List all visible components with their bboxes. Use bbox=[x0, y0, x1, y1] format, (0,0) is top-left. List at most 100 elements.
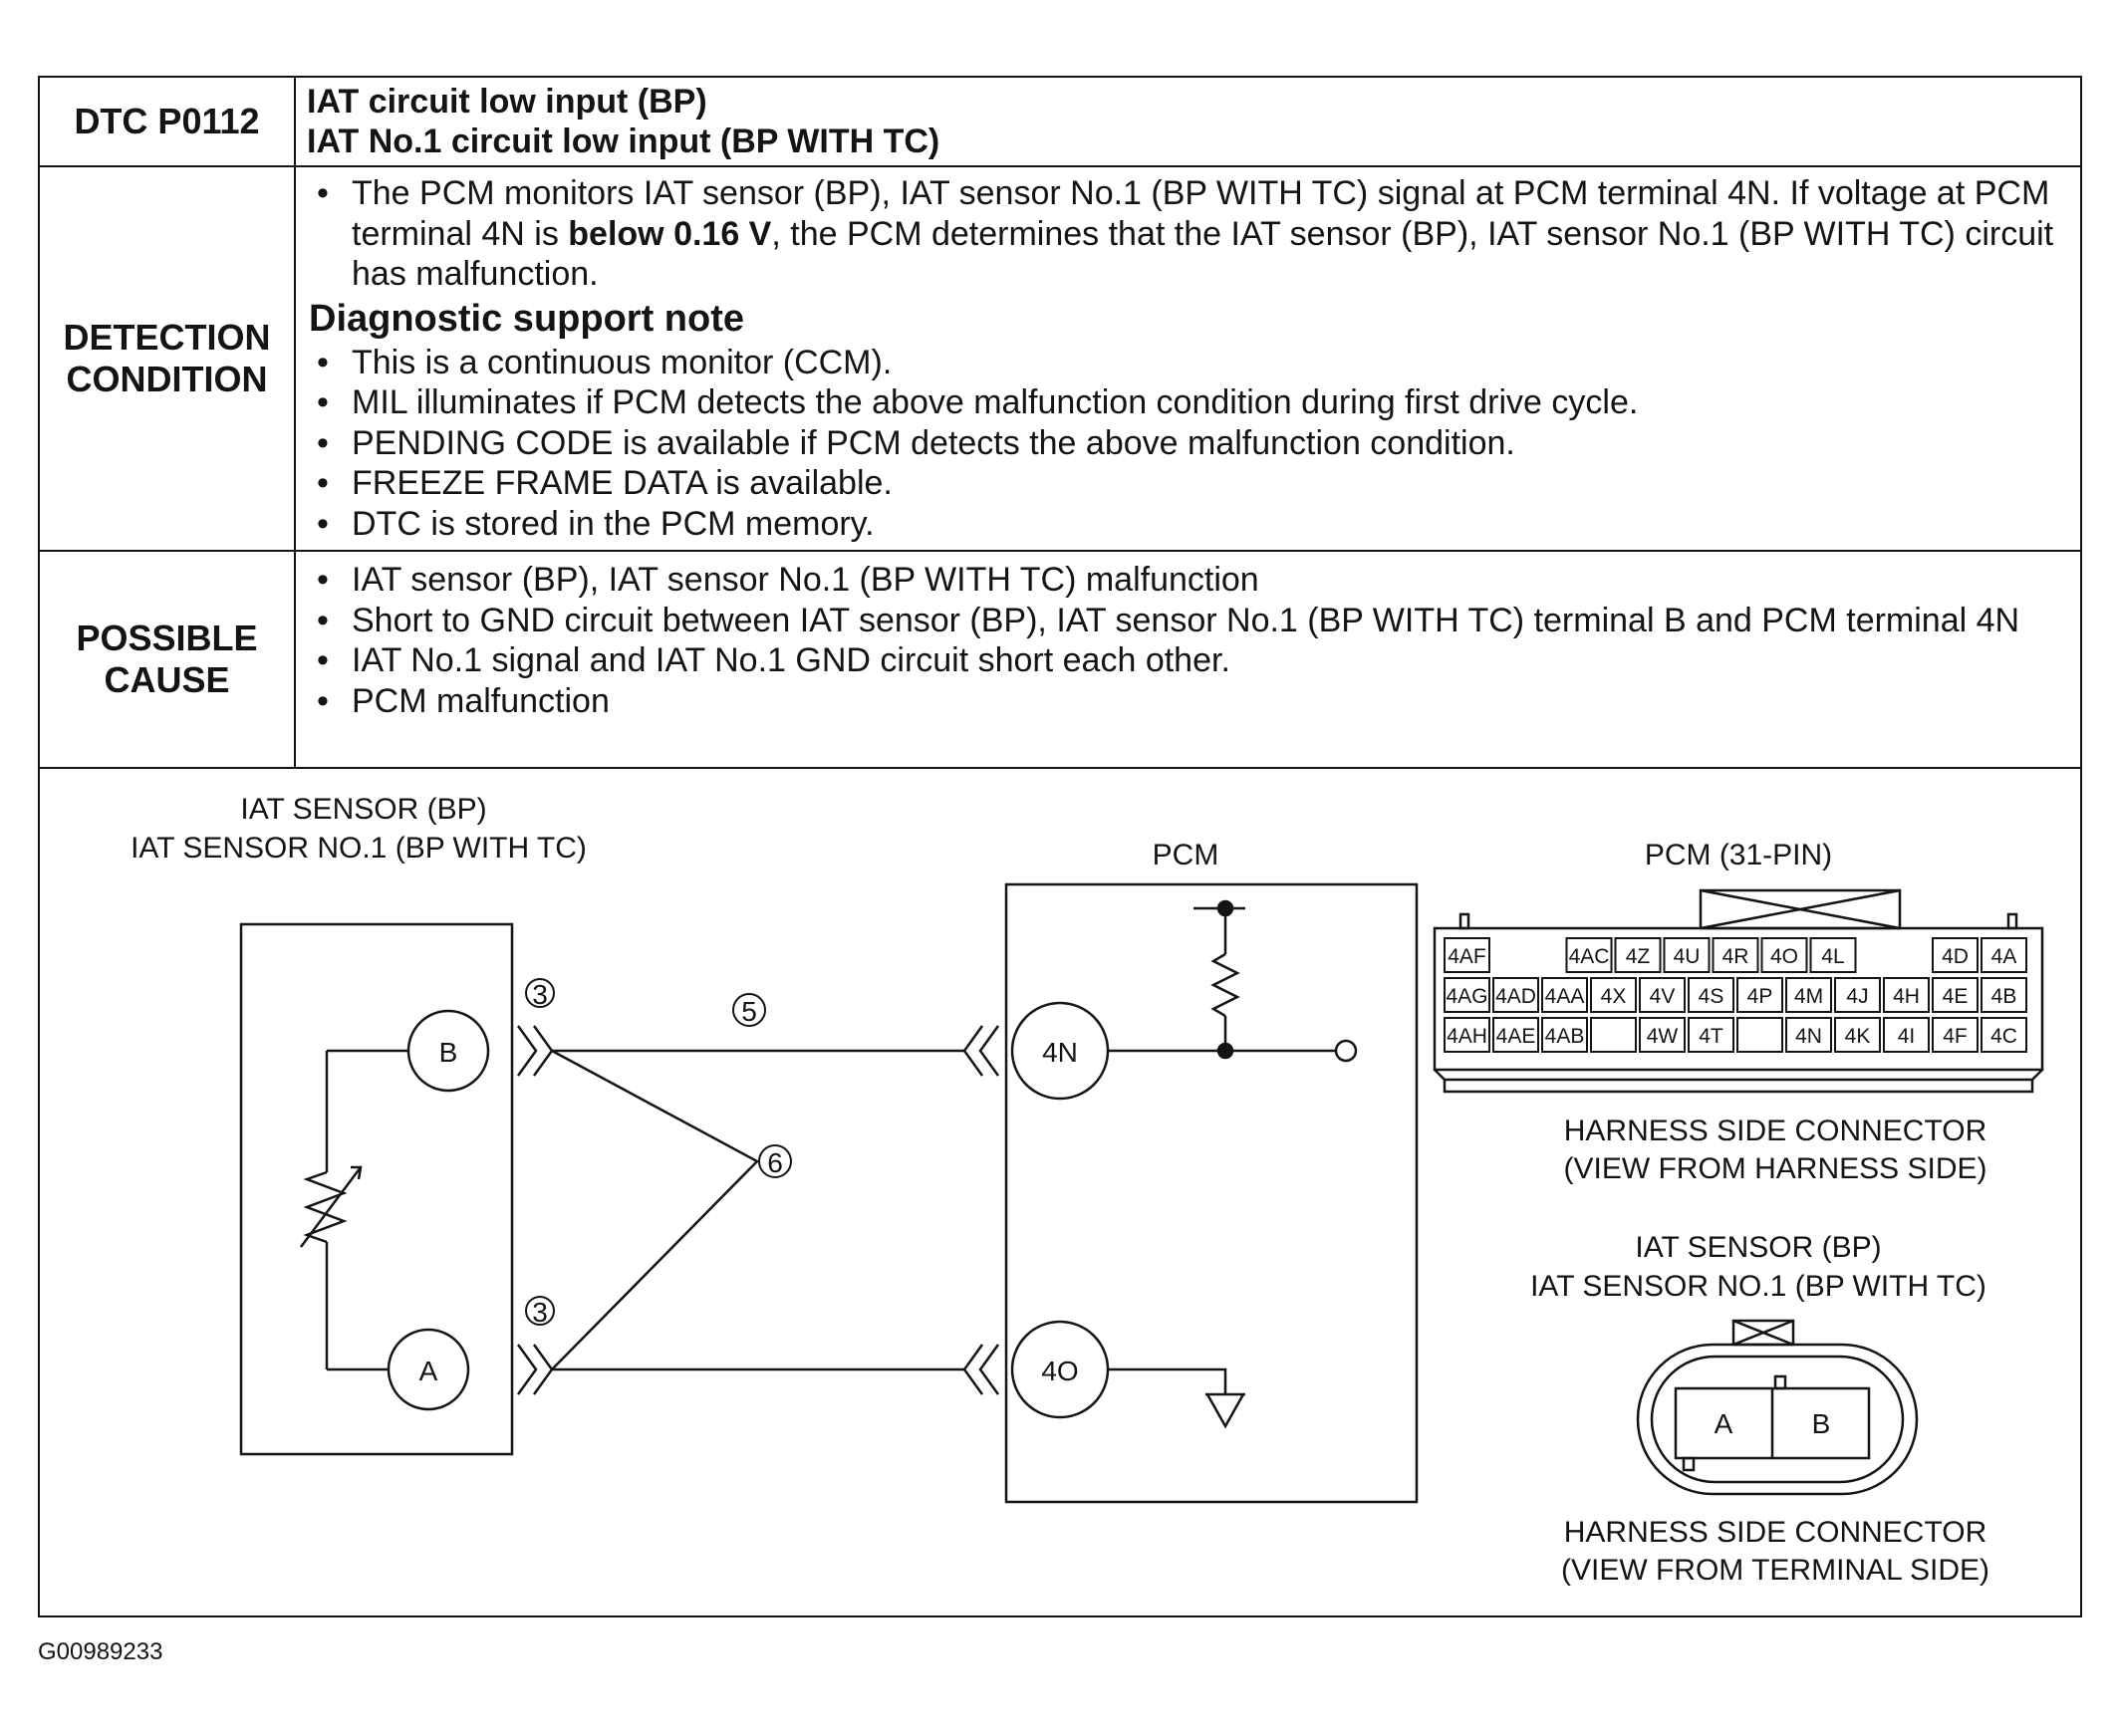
terminal-b-circle bbox=[406, 1009, 490, 1093]
thermistor-icon bbox=[300, 1051, 363, 1369]
connector-pin-label: 4O bbox=[1770, 945, 1798, 968]
pcm-title: PCM bbox=[1153, 839, 1219, 871]
connector-pin-label: 4P bbox=[1747, 985, 1773, 1008]
connector-pin-cell bbox=[1590, 1017, 1637, 1053]
connector-pin-label: 4V bbox=[1650, 985, 1676, 1008]
harness-caption-line2: (VIEW FROM HARNESS SIDE) bbox=[1563, 1152, 1986, 1185]
diagnostic-note-heading: Diagnostic support note bbox=[309, 297, 744, 340]
detection-bullet: The PCM monitors IAT sensor (BP), IAT se… bbox=[297, 173, 2068, 295]
detection-label-line2: CONDITION bbox=[66, 359, 268, 399]
callout-6 bbox=[758, 1144, 792, 1178]
connector-pin-label: 4S bbox=[1699, 985, 1724, 1008]
connector-pin-label: 4K bbox=[1845, 1025, 1871, 1048]
connector-pin-label: 4R bbox=[1722, 945, 1749, 968]
connector-pin-cell bbox=[1663, 937, 1711, 973]
pcm-connector-body bbox=[1433, 888, 2044, 1094]
connector-pin-cell bbox=[1444, 937, 1490, 973]
connector-pin-cell bbox=[1541, 977, 1588, 1013]
connector-pin-cell bbox=[1785, 1017, 1832, 1053]
connector-pin-cell bbox=[1981, 937, 2027, 973]
harness-caption-line1: HARNESS SIDE CONNECTOR bbox=[1564, 1115, 1987, 1147]
pcm-internal-wire-4o bbox=[1108, 1367, 1227, 1394]
cause-item: IAT sensor (BP), IAT sensor No.1 (BP WIT… bbox=[297, 560, 2068, 601]
connector-pin-label: 4AC bbox=[1569, 945, 1610, 968]
possible-cause-label: POSSIBLE CAUSE bbox=[40, 552, 296, 767]
connector-pin-cell bbox=[1834, 1017, 1881, 1053]
connector-pin-label: 4AF bbox=[1448, 945, 1486, 968]
pcm-connector-title: PCM (31-PIN) bbox=[1645, 839, 1832, 871]
connector-pin-cell bbox=[1688, 977, 1734, 1013]
connector-pin-label: 4AA bbox=[1545, 985, 1585, 1008]
sensor-connector-body bbox=[1636, 1319, 1919, 1496]
wiring-diagram: IAT SENSOR (BP) IAT SENSOR NO.1 (BP WITH… bbox=[40, 769, 2080, 1615]
connector-pin-label: 4X bbox=[1601, 985, 1627, 1008]
svg-text:6: 6 bbox=[767, 1147, 783, 1178]
terminal-caption-line1: HARNESS SIDE CONNECTOR bbox=[1564, 1516, 1987, 1549]
note-item: FREEZE FRAME DATA is available. bbox=[297, 463, 2068, 504]
connector-chevron-icon bbox=[516, 1025, 1000, 1395]
connector-pin-cell bbox=[1785, 977, 1832, 1013]
note-item: MIL illuminates if PCM detects the above… bbox=[297, 382, 2068, 423]
sensor-connector-title-line2: IAT SENSOR NO.1 (BP WITH TC) bbox=[1530, 1270, 1986, 1303]
connector-pin-label: 4T bbox=[1699, 1025, 1723, 1048]
connector-pin-cell bbox=[1981, 977, 2027, 1013]
twisted-pair-lines bbox=[551, 1049, 760, 1370]
terminal-4n-label: 4N bbox=[1042, 1037, 1078, 1068]
dtc-title-line1: IAT circuit low input (BP) bbox=[307, 83, 707, 121]
connector-pin-label: 4AH bbox=[1447, 1025, 1487, 1048]
terminal-4o-label: 4O bbox=[1041, 1356, 1078, 1386]
connector-pin-label: 4J bbox=[1846, 985, 1868, 1008]
dtc-title-line2: IAT No.1 circuit low input (BP WITH TC) bbox=[307, 123, 940, 160]
dtc-label: DTC P0112 bbox=[40, 78, 296, 165]
sensor-pin-a-label: A bbox=[1715, 1408, 1733, 1439]
connector-pin-cell bbox=[1444, 1017, 1490, 1053]
iat-sensor-box bbox=[239, 922, 514, 1456]
connector-pin-cell bbox=[1639, 1017, 1686, 1053]
connector-pin-label: 4B bbox=[1991, 985, 2017, 1008]
connector-pin-cell bbox=[1809, 937, 1857, 973]
detection-row: DETECTION CONDITION The PCM monitors IAT… bbox=[40, 167, 2080, 552]
connector-pin-label: 4D bbox=[1942, 945, 1969, 968]
connector-pin-label: 4E bbox=[1943, 985, 1969, 1008]
diagnostic-notes-list: This is a continuous monitor (CCM). MIL … bbox=[297, 343, 2068, 545]
sensor-title-line1: IAT SENSOR (BP) bbox=[240, 793, 486, 826]
wiring-diagram-svg: IAT SENSOR (BP) IAT SENSOR NO.1 (BP WITH… bbox=[131, 793, 2044, 1587]
callout-5 bbox=[732, 993, 766, 1027]
connector-pin-label: 4AD bbox=[1495, 985, 1536, 1008]
possible-cause-label-line2: CAUSE bbox=[104, 659, 230, 700]
connector-pin-cell bbox=[1932, 1017, 1979, 1053]
connector-pin-cell bbox=[1565, 937, 1613, 973]
connector-pin-label: 4A bbox=[1991, 945, 2017, 968]
connector-pin-cell bbox=[1688, 1017, 1734, 1053]
connector-pin-label: 4M bbox=[1794, 985, 1823, 1008]
note-item: DTC is stored in the PCM memory. bbox=[297, 504, 2068, 545]
connector-pin-label: 4C bbox=[1990, 1025, 2017, 1048]
connector-pin-cell bbox=[1444, 977, 1490, 1013]
connector-pin-cell bbox=[1736, 1017, 1783, 1053]
dtc-title: IAT circuit low input (BP) IAT No.1 circ… bbox=[307, 78, 2068, 165]
connector-pin-cell bbox=[1712, 937, 1759, 973]
cause-item: Short to GND circuit between IAT sensor … bbox=[297, 601, 2068, 641]
connector-pin-label: 4L bbox=[1821, 945, 1844, 968]
detection-label: DETECTION CONDITION bbox=[40, 167, 296, 550]
connector-pin-label: 4AG bbox=[1446, 985, 1487, 1008]
possible-cause-content: IAT sensor (BP), IAT sensor No.1 (BP WIT… bbox=[297, 552, 2068, 767]
pcm-box bbox=[1004, 882, 1419, 1504]
connector-pin-label: 4I bbox=[1898, 1025, 1916, 1048]
terminal-b-label: B bbox=[439, 1037, 458, 1068]
svg-text:3: 3 bbox=[532, 1297, 548, 1328]
pcm-input-node bbox=[1334, 1039, 1358, 1063]
pull-up-resistor-icon bbox=[1193, 899, 1245, 1060]
connector-pin-cell bbox=[1760, 937, 1808, 973]
connector-pin-label: 4AB bbox=[1545, 1025, 1585, 1048]
dtc-row: DTC P0112 IAT circuit low input (BP) IAT… bbox=[40, 78, 2080, 167]
sensor-connector-title-line1: IAT SENSOR (BP) bbox=[1635, 1231, 1881, 1264]
ground-icon bbox=[1205, 1392, 1245, 1429]
cause-item: PCM malfunction bbox=[297, 681, 2068, 722]
connector-pin-cell bbox=[1883, 977, 1930, 1013]
connector-pin-cell bbox=[1932, 977, 1979, 1013]
connector-pin-cell bbox=[1590, 977, 1637, 1013]
dtc-sheet: DTC P0112 IAT circuit low input (BP) IAT… bbox=[38, 76, 2082, 1617]
terminal-caption-line2: (VIEW FROM TERMINAL SIDE) bbox=[1561, 1554, 1989, 1587]
voltage-threshold: below 0.16 V bbox=[568, 214, 772, 253]
